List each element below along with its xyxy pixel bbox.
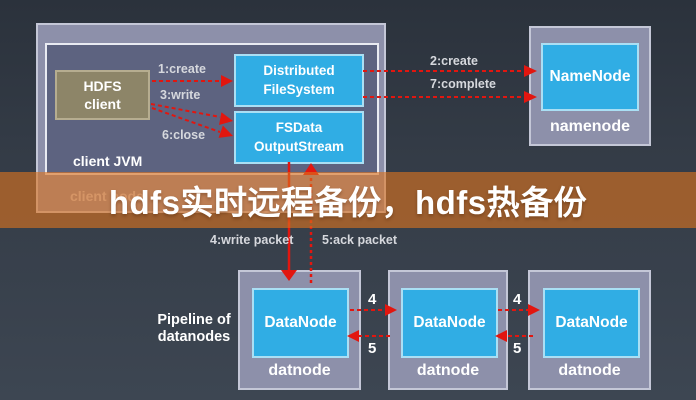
flow-label-7-complete: 7:complete xyxy=(430,77,496,91)
datanode-2-box: DataNode datnode xyxy=(388,270,508,390)
datanode-2-label: DataNode xyxy=(413,313,486,331)
dfs-label-line1: Distributed xyxy=(263,63,335,79)
distributed-filesystem-box: Distributed FileSystem xyxy=(234,54,364,107)
flow-label-6-close: 6:close xyxy=(162,128,206,142)
datanode-3-caption: datnode xyxy=(558,362,621,379)
dfs-label-line2: FileSystem xyxy=(263,81,335,97)
flow-label-4-write-packet: 4:write packet xyxy=(210,233,294,247)
hop-label-4-b: 4 xyxy=(513,291,522,308)
hop-label-5-b: 5 xyxy=(513,340,522,357)
hdfs-client-box: HDFS client xyxy=(55,70,150,120)
datanode-3-inner-box: DataNode xyxy=(543,288,640,358)
datanode-3-label: DataNode xyxy=(555,313,628,331)
datanode-1-box: DataNode datnode xyxy=(238,270,361,390)
client-jvm-box: HDFS client Distributed FileSystem FSDat… xyxy=(45,43,379,175)
namenode-label: NameNode xyxy=(549,67,631,85)
pipeline-caption-line2: datanodes xyxy=(157,329,231,346)
hop-label-5-a: 5 xyxy=(368,340,377,357)
datanode-1-inner-box: DataNode xyxy=(252,288,349,358)
fsdata-label-line2: OutputStream xyxy=(253,138,344,154)
flow-label-5-ack-packet: 5:ack packet xyxy=(322,233,398,247)
flow-label-3-write: 3:write xyxy=(160,88,201,102)
datanode-1-caption: datnode xyxy=(268,362,331,379)
fsdata-outputstream-box: FSData OutputStream xyxy=(234,111,364,164)
pipeline-caption: Pipeline of datanodes xyxy=(148,312,240,347)
client-jvm-caption: client JVM xyxy=(73,153,143,169)
flow-label-2-create: 2:create xyxy=(430,54,478,68)
datanode-3-box: DataNode datnode xyxy=(528,270,651,390)
page-title: hdfs实时远程备份，hdfs热备份 xyxy=(108,184,588,221)
namenode-box: NameNode namenode xyxy=(529,26,651,146)
hop-label-4-a: 4 xyxy=(368,291,377,308)
hdfs-client-label-line1: HDFS xyxy=(83,77,122,94)
namenode-inner-box: NameNode xyxy=(541,43,639,111)
flow-label-1-create: 1:create xyxy=(158,62,206,76)
hdfs-client-label-line2: client xyxy=(84,96,121,112)
datanode-2-caption: datnode xyxy=(416,362,480,379)
fsdata-label-line1: FSData xyxy=(275,120,323,136)
namenode-caption: namenode xyxy=(549,118,630,135)
pipeline-caption-line1: Pipeline of xyxy=(157,312,231,328)
title-banner: hdfs实时远程备份，hdfs热备份 xyxy=(0,172,696,228)
datanode-2-inner-box: DataNode xyxy=(401,288,498,358)
client-node-box: HDFS client Distributed FileSystem FSDat… xyxy=(36,23,386,213)
datanode-1-label: DataNode xyxy=(264,313,337,331)
